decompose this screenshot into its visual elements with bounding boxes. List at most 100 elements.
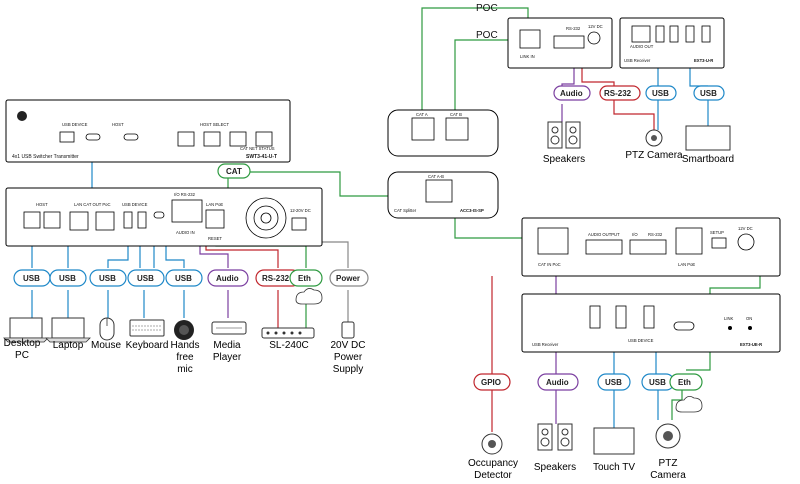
label-media-player: Media Player — [212, 340, 242, 363]
bottom-on: ON — [746, 316, 752, 321]
power-supply-icon — [341, 321, 355, 339]
rs232-tag-top-label: RS-232 — [604, 89, 632, 98]
transmitter-title: 4x1 USB Switcher Transmitter — [12, 154, 79, 160]
rear-usb-device-label: USB DEVICE — [122, 202, 148, 207]
laptop-icon — [45, 317, 91, 343]
usb-tag-laptop: USB — [49, 269, 87, 287]
label-power-supply: 20V DC Power Supply — [330, 340, 366, 375]
ptz-camera-top-icon — [645, 129, 663, 147]
audio-tag-bottom-label: Audio — [546, 378, 569, 387]
receiver-bottom-front: USB Receiver USB DEVICE LINK ON EXT3-UE-… — [521, 293, 781, 353]
cat-net-status-label: CAT NET STATUS — [240, 146, 275, 151]
label-touch-tv: Touch TV — [592, 462, 636, 473]
usb-tag-ptz-bottom-label: USB — [649, 378, 666, 387]
bottom-link: LINK — [724, 316, 734, 321]
desktop-pc-icon — [3, 317, 49, 343]
top-link-in: LINK IN — [520, 54, 535, 59]
rs232-tag-left-label: RS-232 — [262, 274, 290, 283]
usb-tag-mic: USB — [165, 269, 203, 287]
power-tag: Power — [329, 269, 369, 287]
rear-io-rs232-label: I/O RS-232 — [174, 192, 196, 197]
poc-label-1: POC — [476, 3, 498, 14]
poc-line-2 — [454, 39, 514, 112]
eth-tag-left-label: Eth — [298, 274, 311, 283]
top-rs232: RS-232 — [566, 26, 581, 31]
audio-tag-bottom: Audio — [537, 373, 579, 391]
rs232-tag-top: RS-232 — [599, 85, 641, 101]
eth-tag-left: Eth — [289, 269, 323, 287]
bottom-lan-poe: LAN PoE — [678, 262, 695, 267]
bottom-io: I/O — [632, 232, 638, 237]
splitter-model: ACC3-IS-SP — [460, 208, 484, 213]
usb-device-label: USB DEVICE — [62, 122, 88, 127]
audio-tag-top-label: Audio — [560, 89, 583, 98]
bottom-setup: SETUP — [710, 230, 724, 235]
bottom-usb-device: USB DEVICE — [628, 338, 654, 343]
eth-tag-bottom-label: Eth — [678, 378, 691, 387]
poc-tag-1: POC — [476, 3, 498, 14]
usb-tag-tv-label: USB — [605, 378, 622, 387]
cat-splitter-bottom: CAT A-B CAT Splitter ACC3-IS-SP — [387, 171, 499, 219]
mic-icon — [174, 320, 194, 340]
cat-tag: CAT — [217, 163, 251, 179]
usb-tag-ptz-top: USB — [645, 85, 677, 101]
speakers-top-icon — [547, 121, 581, 149]
host-label: HOST — [112, 122, 124, 127]
smartboard-icon — [685, 125, 731, 151]
bottom-cat-in: CAT IN PoC — [538, 262, 561, 267]
label-ptz-top: PTZ Camera — [625, 150, 683, 161]
label-mic: Hands free mic — [170, 340, 200, 375]
bottom-audio-output: AUDIO OUTPUT — [588, 232, 620, 237]
rear-lan-poe-label: LAN PoE — [206, 202, 223, 207]
ptz-camera-bottom-icon — [655, 423, 681, 449]
transmitter-model: SWT3-41-U-T — [246, 154, 277, 160]
rs232-line-top — [581, 60, 615, 86]
transmitter-front: USB DEVICE HOST HOST SELECT CAT NET STAT… — [5, 99, 291, 163]
label-mouse: Mouse — [90, 340, 121, 351]
usb-tag-mouse: USB — [89, 269, 127, 287]
usb-tag-smart: USB — [693, 85, 725, 101]
cat-tag-label: CAT — [226, 167, 242, 176]
touch-tv-icon — [593, 427, 635, 455]
usb-tag-mouse-label: USB — [99, 274, 116, 283]
rear-dc-label: 12-20V DC — [290, 208, 311, 213]
usb-tag-keyboard-label: USB — [137, 274, 154, 283]
splitter-cat-ab: CAT A-B — [428, 174, 444, 179]
cat-line-2 — [454, 210, 528, 239]
cloud-icon-left — [295, 288, 323, 305]
top-audio-out: AUDIO OUT — [630, 44, 654, 49]
speakers-bottom-icon — [537, 423, 573, 451]
eth-tag-bottom: Eth — [669, 373, 703, 391]
top-dc: 12V DC — [588, 24, 603, 29]
top-usb-receiver: USB Receiver — [624, 58, 651, 63]
audio-line-top — [561, 60, 575, 86]
usb-tag-desktop-label: USB — [23, 274, 40, 283]
label-laptop: Laptop — [52, 340, 84, 351]
audio-tag-left: Audio — [207, 269, 249, 287]
mouse-icon — [99, 317, 115, 341]
receiver-bottom-rear: CAT IN PoC AUDIO OUTPUT I/O RS-232 LAN P… — [521, 217, 781, 277]
bottom-model: EXT3-UE-R — [740, 342, 762, 347]
receiver-top-rear: LINK IN RS-232 12V DC — [507, 17, 613, 69]
host-select-label: HOST SELECT — [200, 122, 229, 127]
rear-audio-in-label: AUDIO IN — [176, 230, 195, 235]
label-speakers-bottom: Speakers — [533, 462, 577, 473]
cat-line — [227, 171, 390, 197]
usb-tag-ptz-bottom: USB — [641, 373, 675, 391]
usb-tag-desktop: USB — [13, 269, 51, 287]
usb-tag-ptz-top-label: USB — [652, 89, 669, 98]
rear-reset-label: RESET — [208, 236, 222, 241]
label-desktop-pc: Desktop PC — [3, 338, 41, 361]
usb-tag-mic-label: USB — [175, 274, 192, 283]
audio-tag-left-label: Audio — [216, 274, 239, 283]
eth-line-bottom-2 — [671, 390, 683, 420]
occupancy-detector-icon — [481, 433, 503, 455]
media-player-icon — [211, 321, 247, 335]
bottom-dc: 12V DC — [738, 226, 753, 231]
label-speakers-top: Speakers — [542, 154, 586, 165]
poc-tag-2: POC — [476, 30, 498, 41]
keyboard-icon — [129, 319, 165, 337]
label-sl240c: SL-240C — [269, 340, 309, 351]
